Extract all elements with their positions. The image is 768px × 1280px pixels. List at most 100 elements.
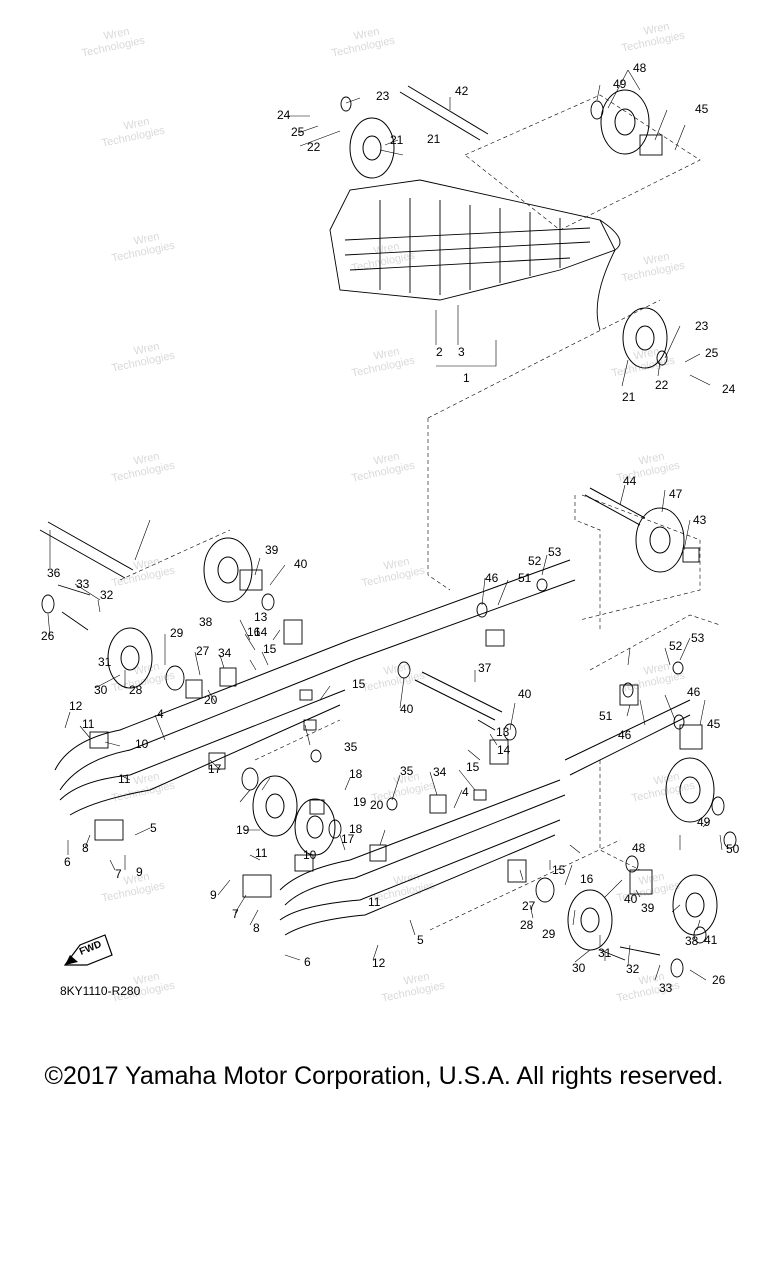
watermark-text: Wren [653, 771, 681, 788]
part-callout: 41 [704, 933, 718, 947]
part-callout: 12 [69, 699, 83, 713]
part-callout: 49 [697, 815, 711, 829]
part-callout: 27 [196, 644, 210, 658]
part-callout: 53 [548, 545, 562, 559]
part-callout: 20 [204, 693, 218, 707]
part-callout: 50 [726, 842, 740, 856]
part-callout: 26 [41, 629, 55, 643]
part-callout: 14 [497, 743, 511, 757]
part-callout: 7 [232, 907, 239, 921]
part-callout: 13 [254, 610, 268, 624]
part-callout: 8 [82, 841, 89, 855]
part-callout: 37 [478, 661, 492, 675]
part-callout: 51 [599, 709, 613, 723]
part-callout: 52 [528, 554, 542, 568]
drawing-code: 8KY1110-R280 [60, 984, 141, 998]
part-callout: 12 [372, 956, 386, 970]
watermark-text: Wren [123, 116, 151, 133]
part-callout: 25 [705, 346, 719, 360]
part-callout: 11 [82, 717, 95, 731]
watermark-text: Wren [353, 26, 381, 43]
part-callout: 28 [129, 683, 143, 697]
part-callout: 39 [265, 543, 279, 557]
part-callout: 49 [613, 77, 627, 91]
part-callout: 21 [390, 133, 404, 147]
watermark-text: Wren [383, 661, 411, 678]
part-callout: 51 [518, 571, 532, 585]
part-callout: 11 [118, 772, 131, 786]
part-callout: 46 [485, 571, 499, 585]
watermark-text: Wren [643, 21, 671, 38]
part-callout: 13 [496, 725, 510, 739]
watermark-text: Wren [103, 26, 131, 43]
part-callout: 21 [427, 132, 441, 146]
watermark-text: Wren [638, 971, 666, 988]
part-callout: 40 [624, 892, 638, 906]
watermark-text: Wren [133, 971, 161, 988]
watermark-text: Wren [133, 451, 161, 468]
watermark-text: Wren [123, 871, 151, 888]
reference-lines [119, 94, 721, 931]
part-callout: 10 [303, 848, 317, 862]
part-callout: 24 [277, 108, 291, 122]
part-callout: 24 [722, 382, 736, 396]
part-callout: 6 [304, 955, 311, 969]
part-callout: 44 [623, 474, 637, 488]
part-callout: 30 [94, 683, 108, 697]
part-callout: 32 [100, 588, 114, 602]
watermark-text: Wren [373, 451, 401, 468]
part-callout: 5 [150, 821, 157, 835]
part-callout: 17 [208, 762, 222, 776]
part-callout: 8 [253, 921, 260, 935]
part-callout: 16 [580, 872, 594, 886]
part-callout: 15 [263, 642, 277, 656]
part-callout: 4 [462, 785, 469, 799]
part-callout: 29 [542, 927, 556, 941]
idler-wheel [107, 89, 718, 951]
part-callout: 34 [433, 765, 447, 779]
watermark-text: Wren [133, 341, 161, 358]
part-callout: 2 [436, 345, 443, 359]
part-callout: 22 [307, 140, 321, 154]
part-callout: 47 [669, 487, 683, 501]
fwd-arrow-icon: FWD [63, 934, 113, 966]
part-callout: 31 [98, 655, 112, 669]
part-callout: 19 [236, 823, 250, 837]
watermark-text: Wren [403, 971, 431, 988]
part-callout: 26 [712, 973, 726, 987]
part-callout: 18 [349, 767, 363, 781]
part-callout: 1 [463, 371, 470, 385]
watermark-text: Wren [393, 871, 421, 888]
part-callout: 35 [400, 764, 414, 778]
part-callout: 21 [622, 390, 636, 404]
part-callout: 42 [455, 84, 469, 98]
watermark-text: Wren [133, 231, 161, 248]
part-callout: 20 [370, 798, 384, 812]
part-callout: 48 [632, 841, 646, 855]
part-callout: 16 [247, 625, 261, 639]
part-callout: 32 [626, 962, 640, 976]
part-callout: 22 [655, 378, 669, 392]
part-callout: 6 [64, 855, 71, 869]
part-callout: 29 [170, 626, 184, 640]
part-callout: 11 [368, 895, 381, 909]
watermark-text: Wren [133, 556, 161, 573]
part-callout: 53 [691, 631, 705, 645]
part-callout: 7 [115, 867, 122, 881]
part-callout: 46 [687, 685, 701, 699]
watermark-text: Wren [393, 771, 421, 788]
part-callout: 35 [344, 740, 358, 754]
part-callout: 40 [518, 687, 532, 701]
part-callout: 18 [349, 822, 363, 836]
watermark-text: Wren [643, 251, 671, 268]
part-callout: 23 [376, 89, 390, 103]
part-callout: 30 [572, 961, 586, 975]
part-callout: 15 [552, 863, 566, 877]
part-callout: 40 [400, 702, 414, 716]
watermark-text: Wren [133, 771, 161, 788]
part-callout: 3 [458, 345, 465, 359]
part-callout: 11 [255, 846, 268, 860]
part-callout: 33 [76, 577, 90, 591]
part-callout: 38 [199, 615, 213, 629]
